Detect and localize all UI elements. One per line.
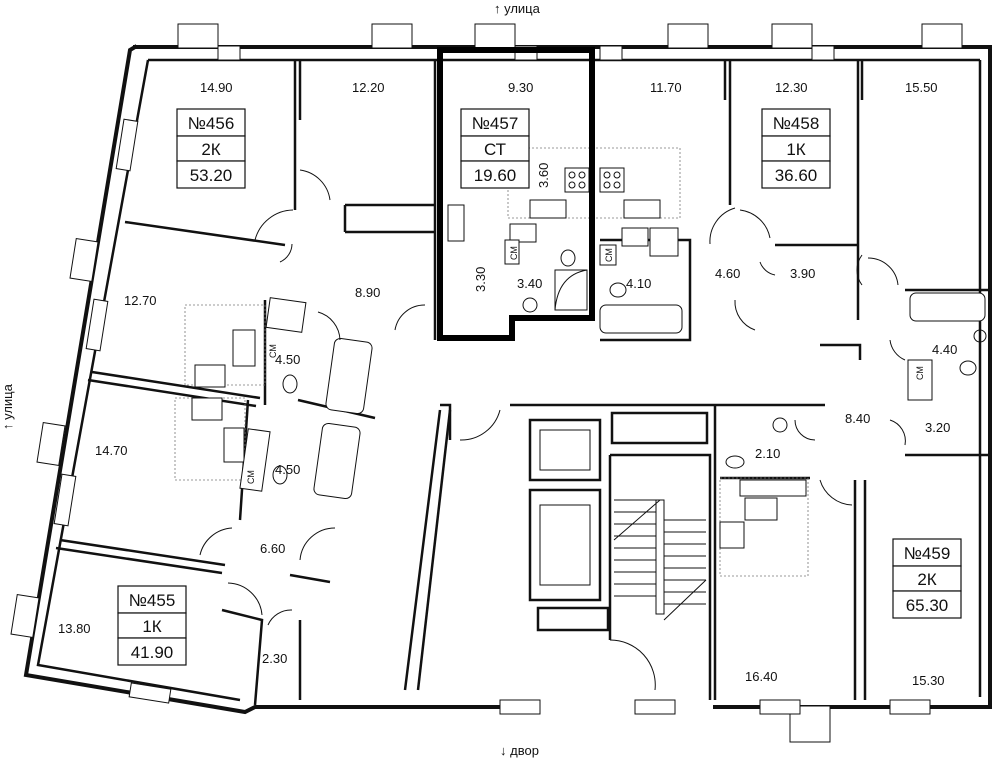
- apartment-area: 36.60: [775, 166, 818, 185]
- room-area: 15.30: [912, 673, 945, 688]
- toilet-icon: [959, 360, 977, 376]
- room-area: 8.90: [355, 285, 380, 300]
- stove-icon: [719, 521, 745, 549]
- room-area: 14.90: [200, 80, 233, 95]
- sink-icon: [522, 297, 538, 313]
- apartment-number: №456: [188, 114, 235, 133]
- sink-icon: [744, 497, 778, 521]
- room-area: 3.60: [536, 163, 551, 188]
- room-area: 14.70: [95, 443, 128, 458]
- room-area: 4.50: [275, 462, 300, 477]
- apartment-455-label: №455 1К 41.90: [117, 585, 187, 666]
- fixtures: [174, 147, 987, 577]
- apartment-457-highlight: [437, 47, 595, 341]
- washing-machine-icon: СМ: [509, 246, 519, 260]
- sink-icon: [223, 427, 245, 463]
- washing-machine-labels: СМ СМ СМ СМ СМ: [246, 246, 925, 484]
- stove-icon: [191, 397, 223, 421]
- room-area: 15.50: [905, 80, 938, 95]
- bathtub-icon: [599, 304, 683, 334]
- stove-icon: [564, 167, 590, 193]
- stair-core: [528, 411, 709, 632]
- apartment-area: 41.90: [131, 643, 174, 662]
- room-area: 3.90: [790, 266, 815, 281]
- apartment-type: 1К: [786, 140, 805, 159]
- bathtub-icon: [325, 337, 373, 415]
- washing-machine-icon: СМ: [604, 248, 614, 262]
- apartment-type: 1К: [142, 617, 161, 636]
- apartment-area: 65.30: [906, 596, 949, 615]
- room-area: 6.60: [260, 541, 285, 556]
- yard-direction-label: ↓ двор: [500, 743, 539, 758]
- room-area: 4.60: [715, 266, 740, 281]
- toilet-icon: [609, 282, 627, 298]
- room-area: 12.30: [775, 80, 808, 95]
- toilet-icon: [272, 465, 288, 485]
- apartment-456-label: №456 2К 53.20: [176, 108, 246, 189]
- washing-machine-icon: СМ: [268, 344, 278, 358]
- room-area: 4.10: [626, 276, 651, 291]
- street-direction-label: ↑ улица: [0, 383, 15, 430]
- room-area: 4.50: [275, 352, 300, 367]
- room-area: 8.40: [845, 411, 870, 426]
- room-area: 11.70: [650, 80, 682, 95]
- sink-icon: [529, 199, 567, 219]
- apartment-number: №459: [904, 544, 951, 563]
- toilet-icon: [282, 374, 298, 394]
- apartment-457-label: №457 СТ 19.60: [460, 108, 530, 189]
- room-area: 12.20: [352, 80, 385, 95]
- staircase: [613, 499, 707, 621]
- apartment-type: СТ: [484, 140, 506, 159]
- apartment-type: 2К: [201, 140, 220, 159]
- room-area: 13.80: [58, 621, 91, 636]
- elevator: [528, 418, 602, 482]
- outer-walls: [10, 23, 992, 743]
- apartment-number: №455: [129, 591, 176, 610]
- room-area: 16.40: [745, 669, 778, 684]
- doors: [199, 169, 906, 691]
- room-area: 9.30: [508, 80, 533, 95]
- bathtub-icon: [313, 422, 361, 500]
- stove-icon: [599, 167, 625, 193]
- room-area: 2.30: [262, 651, 287, 666]
- apartment-area: 19.60: [474, 166, 517, 185]
- sink-icon: [623, 199, 661, 219]
- room-area: 2.10: [755, 446, 780, 461]
- apartment-number: №457: [472, 114, 519, 133]
- room-areas: 14.90 12.20 9.30 11.70 12.30 15.50 3.60 …: [58, 80, 957, 688]
- washing-machine-icon: СМ: [915, 366, 925, 380]
- room-area: 3.40: [517, 276, 542, 291]
- toilet-icon: [560, 249, 576, 267]
- interior-walls: [55, 60, 990, 706]
- room-area: 4.40: [932, 342, 957, 357]
- elevator: [528, 488, 602, 602]
- room-area: 3.20: [925, 420, 950, 435]
- apartment-area: 53.20: [190, 166, 233, 185]
- stove-icon: [194, 364, 226, 388]
- sink-icon: [232, 329, 256, 367]
- washing-machine-icon: СМ: [246, 470, 256, 484]
- room-area: 12.70: [124, 293, 157, 308]
- apartment-458-label: №458 1К 36.60: [761, 108, 831, 189]
- street-direction-label: ↑ улица: [494, 1, 541, 16]
- toilet-icon: [725, 455, 745, 469]
- room-area: 3.30: [473, 267, 488, 292]
- apartment-type: 2К: [917, 570, 936, 589]
- apartment-number: №458: [773, 114, 820, 133]
- apartment-459-label: №459 2К 65.30: [892, 538, 962, 619]
- bathtub-icon: [909, 292, 986, 322]
